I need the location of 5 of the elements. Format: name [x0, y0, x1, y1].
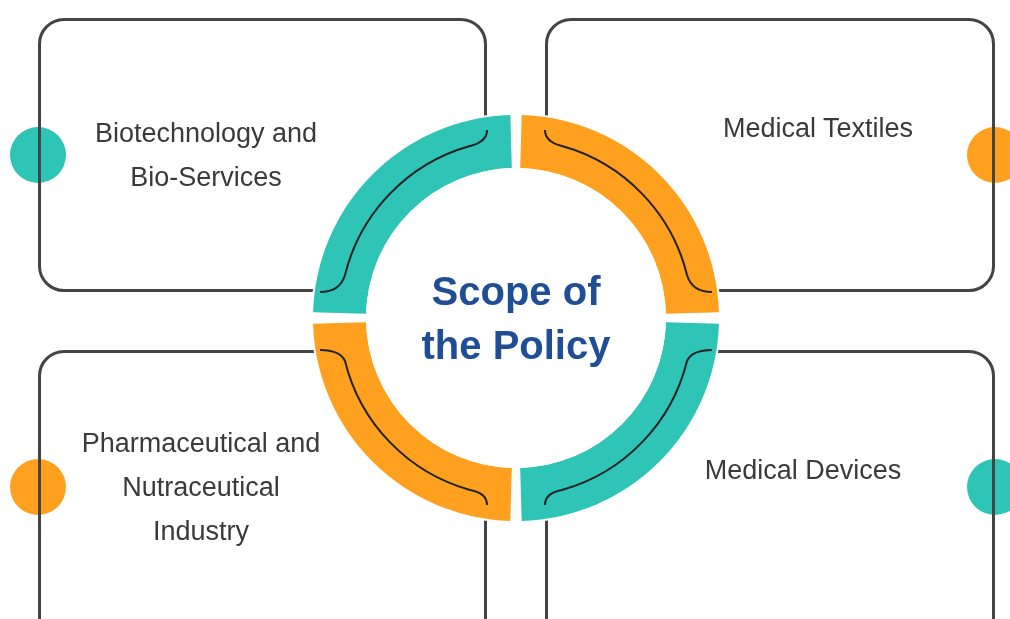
- box-label: Medical Textiles: [721, 112, 915, 145]
- center-title: Scope of the Policy: [420, 268, 612, 369]
- box-label: Pharmaceutical and Nutraceutical Industry: [81, 427, 321, 548]
- box-label: Biotechnology and Bio-Services: [93, 117, 319, 194]
- box-label: Medical Devices: [703, 454, 903, 487]
